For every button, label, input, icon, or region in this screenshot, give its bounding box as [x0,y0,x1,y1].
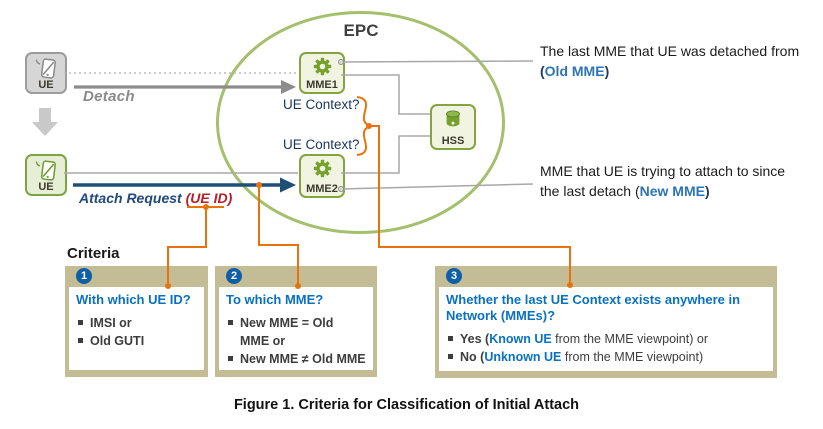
database-icon [432,108,474,135]
hss-label: HSS [441,135,465,147]
epc-label: EPC [343,21,379,40]
bullet-highlight: Unknown UE [484,350,562,364]
criteria-question: To which MME? [226,292,324,307]
bullet-item: New MME ≠ Old MME [226,350,366,368]
mme2-node: MME2 [299,154,345,198]
criteria-box-2-body: To which MME? New MME = Old MME or New M… [219,287,373,370]
mme2-label: MME2 [306,183,338,195]
ue-node-attaching: UE [25,154,67,196]
phone-icon [27,56,65,85]
criteria-box-3: 3 Whether the last UE Context exists any… [435,266,777,378]
bullet-pre: Yes ( [460,332,490,346]
bullet-text: IMSI or [90,316,132,330]
bullet-square-icon [78,320,83,325]
bullet-item: Yes (Known UE from the MME viewpoint) or [446,330,766,348]
hss-node: HSS [430,104,476,150]
new-mme-note-pre: the last detach ( [540,183,640,199]
number-badge-2: 2 [226,268,242,284]
ue-id-text: (UE ID) [185,190,233,206]
bullet-post: from the MME viewpoint) or [551,332,708,346]
bullet-text: Old GUTI [90,334,145,348]
old-mme-highlight: Old MME [544,63,605,79]
gear-icon [301,158,343,184]
bullet-text: Yes (Known UE from the MME viewpoint) or [460,330,708,348]
old-mme-note-line1: The last MME that UE was detached from [540,43,800,59]
bullet-square-icon [228,320,233,325]
ue-node-detached: UE [25,52,67,94]
bullet-text: New MME = Old MME or [240,316,334,348]
criteria-question: Whether the last UE Context exists anywh… [446,292,741,323]
bullet-square-icon [228,356,233,361]
bullet-highlight: Known UE [489,332,552,346]
ue-context-label-top: UE Context? [283,97,360,112]
new-mme-note: MME that UE is trying to attach to since… [540,161,823,201]
number-badge-3: 3 [446,268,462,284]
ue-label: UE [38,181,54,193]
bullet-item: Old GUTI [76,332,197,350]
bullet-square-icon [448,354,453,359]
connector-dots [165,123,573,289]
criteria-question: With which UE ID? [76,292,191,307]
criteria-box-1-body: With which UE ID? IMSI or Old GUTI [69,287,204,370]
bullet-square-icon [78,338,83,343]
criteria-box-2: 2 To which MME? New MME = Old MME or New… [215,266,377,377]
new-mme-highlight: New MME [639,183,705,199]
mme1-node: MME1 [299,52,345,94]
attach-request-label: Attach Request (UE ID) [79,190,232,206]
phone-icon [27,158,65,187]
bullet-item: New MME = Old MME or [226,314,366,350]
old-mme-open-paren: ( [540,63,545,79]
detach-arrowhead-icon [281,80,296,94]
new-mme-leader-line [340,183,534,190]
criteria-heading: Criteria [67,245,120,262]
criteria-box-3-body: Whether the last UE Context exists anywh… [439,287,773,371]
figure-caption: Figure 1. Criteria for Classification of… [233,397,580,413]
ue-context-label-bottom: UE Context? [283,137,360,152]
bullet-item: IMSI or [76,314,197,332]
old-mme-note: The last MME that UE was detached from (… [540,41,823,81]
mme1-label: MME1 [306,79,338,91]
bullet-text: New MME ≠ Old MME [240,352,366,366]
bullet-item: No (Unknown UE from the MME viewpoint) [446,348,766,366]
new-mme-note-line1: MME that UE is trying to attach to since [540,163,786,179]
attach-arrowhead-icon [280,177,296,193]
bullet-post: from the MME viewpoint) [561,350,704,364]
old-mme-close-paren: ) [604,63,610,79]
number-badge-1: 1 [76,268,92,284]
bullet-pre: No ( [460,350,485,364]
criteria-box-1: 1 With which UE ID? IMSI or Old GUTI [65,266,208,377]
bullet-square-icon [448,336,453,341]
bullet-text: No (Unknown UE from the MME viewpoint) [460,348,703,366]
attach-request-text: Attach Request [79,190,186,206]
down-arrow-icon [32,108,58,136]
new-mme-close-paren: ) [704,183,710,199]
detach-label: Detach [83,88,135,105]
old-mme-leader-line [340,60,534,63]
ue-label: UE [38,79,54,91]
